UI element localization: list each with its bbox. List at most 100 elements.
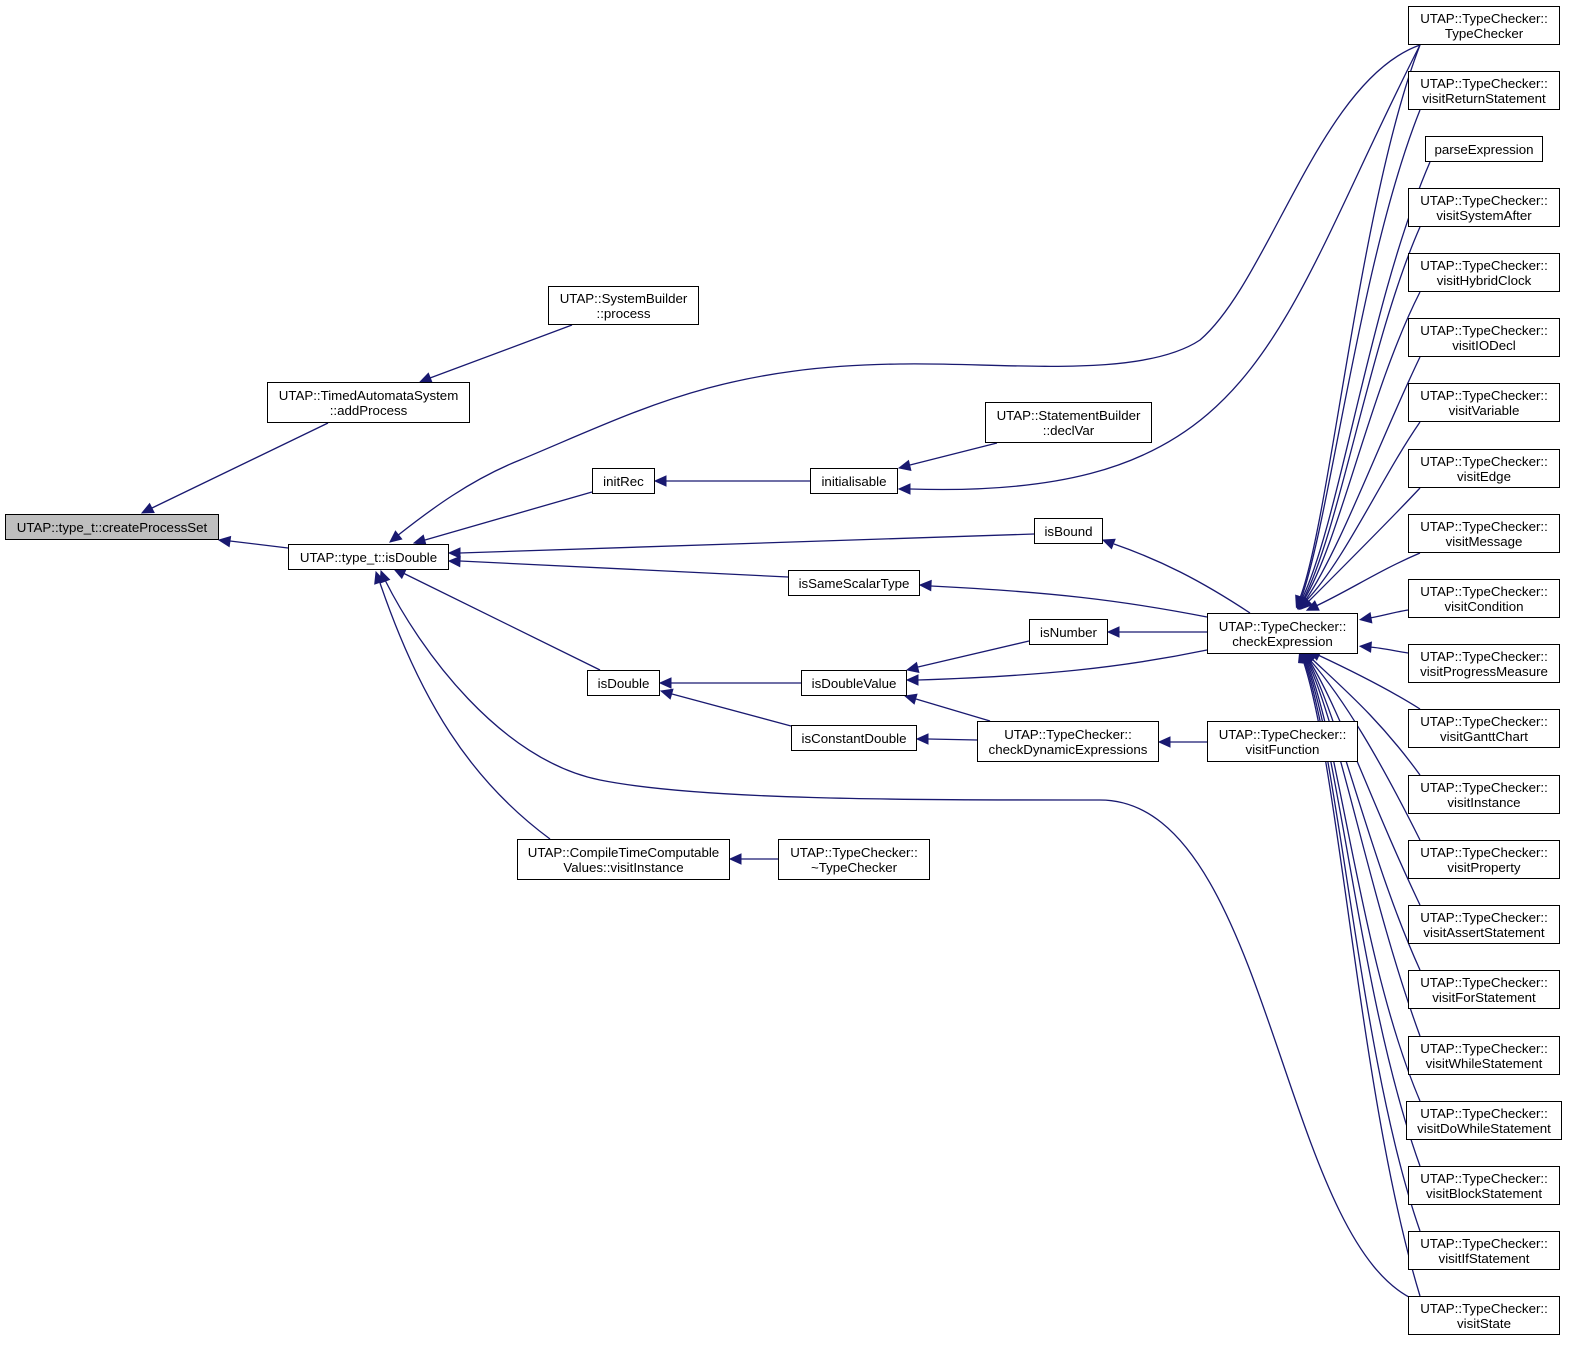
node-visitInstance[interactable]: UTAP::TypeChecker:: visitInstance xyxy=(1408,775,1560,814)
node-parseExpression[interactable]: parseExpression xyxy=(1425,136,1543,162)
edge-visitEdge-to-checkExpression-arrowhead xyxy=(1300,596,1314,610)
node-isSameScalarType[interactable]: isSameScalarType xyxy=(788,570,920,596)
node-label: UTAP::TypeChecker:: xyxy=(1420,518,1548,534)
node-label: visitInstance xyxy=(1447,794,1521,810)
node-label: UTAP::TypeChecker:: xyxy=(1420,844,1548,860)
node-visitProgressMeasure[interactable]: UTAP::TypeChecker:: visitProgressMeasure xyxy=(1408,644,1560,683)
node-label: UTAP::TypeChecker:: xyxy=(1420,453,1548,469)
node-label: visitProperty xyxy=(1447,859,1521,875)
node-label: UTAP::TypeChecker:: xyxy=(1420,909,1548,925)
node-label: visitFunction xyxy=(1245,741,1320,757)
node-visitWhileStatement[interactable]: UTAP::TypeChecker:: visitWhileStatement xyxy=(1408,1036,1560,1075)
node-visitDoWhileStatement[interactable]: UTAP::TypeChecker:: visitDoWhileStatemen… xyxy=(1406,1101,1562,1140)
edge-isBound-to-isDoubleT-arrowhead xyxy=(447,547,461,559)
edge-checkExpression-to-isSameScalarType xyxy=(930,585,1208,618)
node-sbProcess[interactable]: UTAP::SystemBuilder ::process xyxy=(548,286,699,325)
edge-typeChecker-to-initialisable-arrowhead xyxy=(897,483,911,495)
node-isNumber[interactable]: isNumber xyxy=(1029,619,1108,645)
node-label: UTAP::TypeChecker:: xyxy=(1420,1235,1548,1251)
node-isDoubleValue[interactable]: isDoubleValue xyxy=(801,670,907,696)
edge-visitMessage-to-checkExpression xyxy=(1315,552,1421,607)
edge-isDoubleT-to-createProcessSet-arrowhead xyxy=(217,535,232,548)
edge-visitAssertStatement-to-checkExpression xyxy=(1308,659,1421,906)
node-dtorTypeChecker[interactable]: UTAP::TypeChecker:: ~TypeChecker xyxy=(778,839,930,880)
node-label: UTAP::TypeChecker:: xyxy=(1420,974,1548,990)
node-isDoubleT[interactable]: UTAP::type_t::isDouble xyxy=(288,544,449,570)
edge-visitInstance-to-checkExpression xyxy=(1311,658,1421,776)
node-checkExpression[interactable]: UTAP::TypeChecker:: checkExpression xyxy=(1207,613,1358,654)
node-visitHybridClock[interactable]: UTAP::TypeChecker:: visitHybridClock xyxy=(1408,253,1560,292)
node-isConstantDouble[interactable]: isConstantDouble xyxy=(791,725,917,751)
node-typeChecker[interactable]: UTAP::TypeChecker:: TypeChecker xyxy=(1408,6,1560,45)
node-label: initRec xyxy=(603,473,644,489)
node-label: UTAP::TypeChecker:: xyxy=(1420,648,1548,664)
node-visitState[interactable]: UTAP::TypeChecker:: visitState xyxy=(1408,1296,1560,1335)
edge-visitGanttChart-to-checkExpression xyxy=(1317,654,1421,710)
node-label: visitReturnStatement xyxy=(1422,90,1546,106)
node-label: visitWhileStatement xyxy=(1425,1055,1543,1071)
node-label: visitMessage xyxy=(1445,533,1523,549)
edge-checkExpression-to-isNumber-arrowhead xyxy=(1106,626,1120,638)
node-visitReturnStatement[interactable]: UTAP::TypeChecker:: visitReturnStatement xyxy=(1408,71,1560,110)
edge-parseExpression-to-checkExpression xyxy=(1301,161,1431,600)
edge-visitReturnStatement-to-checkExpression xyxy=(1300,109,1421,600)
edge-visitState-to-isDoubleT xyxy=(384,579,1416,1301)
node-label: UTAP::TypeChecker:: xyxy=(1420,583,1548,599)
node-initRec[interactable]: initRec xyxy=(592,468,655,494)
edge-addProcess-to-createProcessSet-arrowhead xyxy=(140,502,155,514)
node-isBound[interactable]: isBound xyxy=(1034,518,1103,544)
node-label: UTAP::TypeChecker:: xyxy=(1420,779,1548,795)
node-label: UTAP::TypeChecker:: xyxy=(1420,75,1548,91)
node-isDouble[interactable]: isDouble xyxy=(587,670,660,696)
node-visitForStatement[interactable]: UTAP::TypeChecker:: visitForStatement xyxy=(1408,970,1560,1009)
edge-visitWhileStatement-to-checkExpression xyxy=(1306,659,1421,1037)
edge-isNumber-to-isDoubleValue xyxy=(917,640,1030,668)
node-visitGanttChart[interactable]: UTAP::TypeChecker:: visitGanttChart xyxy=(1408,709,1560,748)
node-visitSystemAfter[interactable]: UTAP::TypeChecker:: visitSystemAfter xyxy=(1408,188,1560,227)
edge-visitBlockStatement-to-checkExpression xyxy=(1304,659,1421,1167)
node-label: checkExpression xyxy=(1232,633,1333,649)
node-label: UTAP::TimedAutomataSystem xyxy=(278,387,459,403)
node-label: visitHybridClock xyxy=(1436,272,1532,288)
node-declVar[interactable]: UTAP::StatementBuilder ::declVar xyxy=(985,402,1152,443)
node-label: isDoubleValue xyxy=(811,675,897,691)
node-label: UTAP::TypeChecker:: xyxy=(1420,257,1548,273)
node-visitVariable[interactable]: UTAP::TypeChecker:: visitVariable xyxy=(1408,383,1560,422)
edge-typeChecker-to-isDoubleT xyxy=(396,44,1421,537)
node-ctcVisitInstance[interactable]: UTAP::CompileTimeComputable Values::visi… xyxy=(517,839,730,880)
edge-typeChecker-to-isDoubleT-arrowhead xyxy=(389,530,403,543)
edge-isNumber-to-isDoubleValue-arrowhead xyxy=(905,661,920,673)
node-label: visitSystemAfter xyxy=(1436,207,1532,223)
node-label: UTAP::TypeChecker:: xyxy=(1420,1170,1548,1186)
node-label: UTAP::TypeChecker:: xyxy=(1420,1040,1548,1056)
node-addProcess[interactable]: UTAP::TimedAutomataSystem ::addProcess xyxy=(267,382,470,423)
edge-visitMessage-to-checkExpression-arrowhead xyxy=(1305,600,1320,611)
node-visitFunction[interactable]: UTAP::TypeChecker:: visitFunction xyxy=(1207,721,1358,762)
edge-initRec-to-isDoubleT xyxy=(424,491,593,541)
node-label: UTAP::SystemBuilder xyxy=(559,290,688,306)
node-checkDynExpr[interactable]: UTAP::TypeChecker:: checkDynamicExpressi… xyxy=(977,721,1159,762)
node-label: ::addProcess xyxy=(329,402,408,418)
edge-typeChecker-to-checkExpression xyxy=(1299,44,1421,599)
edge-isDouble-to-isDoubleT-arrowhead xyxy=(392,568,407,580)
edge-checkExpression-to-isDoubleValue xyxy=(917,649,1208,681)
edge-initRec-to-isDoubleT-arrowhead xyxy=(412,534,427,546)
node-visitIfStatement[interactable]: UTAP::TypeChecker:: visitIfStatement xyxy=(1408,1231,1560,1270)
edge-visitFunction-to-checkDynExpr-arrowhead xyxy=(1157,736,1171,748)
node-visitIODecl[interactable]: UTAP::TypeChecker:: visitIODecl xyxy=(1408,318,1560,357)
edge-checkDynExpr-to-isDoubleValue-arrowhead xyxy=(903,693,918,705)
node-label: TypeChecker xyxy=(1444,25,1524,41)
edge-visitSystemAfter-to-checkExpression xyxy=(1302,226,1421,601)
node-initialisable[interactable]: initialisable xyxy=(810,468,898,494)
edge-isConstantDouble-to-isDouble-arrowhead xyxy=(659,688,674,700)
node-label: UTAP::type_t::createProcessSet xyxy=(16,519,208,535)
node-visitCondition[interactable]: UTAP::TypeChecker:: visitCondition xyxy=(1408,579,1560,618)
node-label: UTAP::TypeChecker:: xyxy=(1420,322,1548,338)
node-visitProperty[interactable]: UTAP::TypeChecker:: visitProperty xyxy=(1408,840,1560,879)
node-visitEdge[interactable]: UTAP::TypeChecker:: visitEdge xyxy=(1408,449,1560,488)
node-label: UTAP::TypeChecker:: xyxy=(1218,726,1347,742)
node-visitAssertStatement[interactable]: UTAP::TypeChecker:: visitAssertStatement xyxy=(1408,905,1560,944)
node-visitMessage[interactable]: UTAP::TypeChecker:: visitMessage xyxy=(1408,514,1560,553)
node-visitBlockStatement[interactable]: UTAP::TypeChecker:: visitBlockStatement xyxy=(1408,1166,1560,1205)
